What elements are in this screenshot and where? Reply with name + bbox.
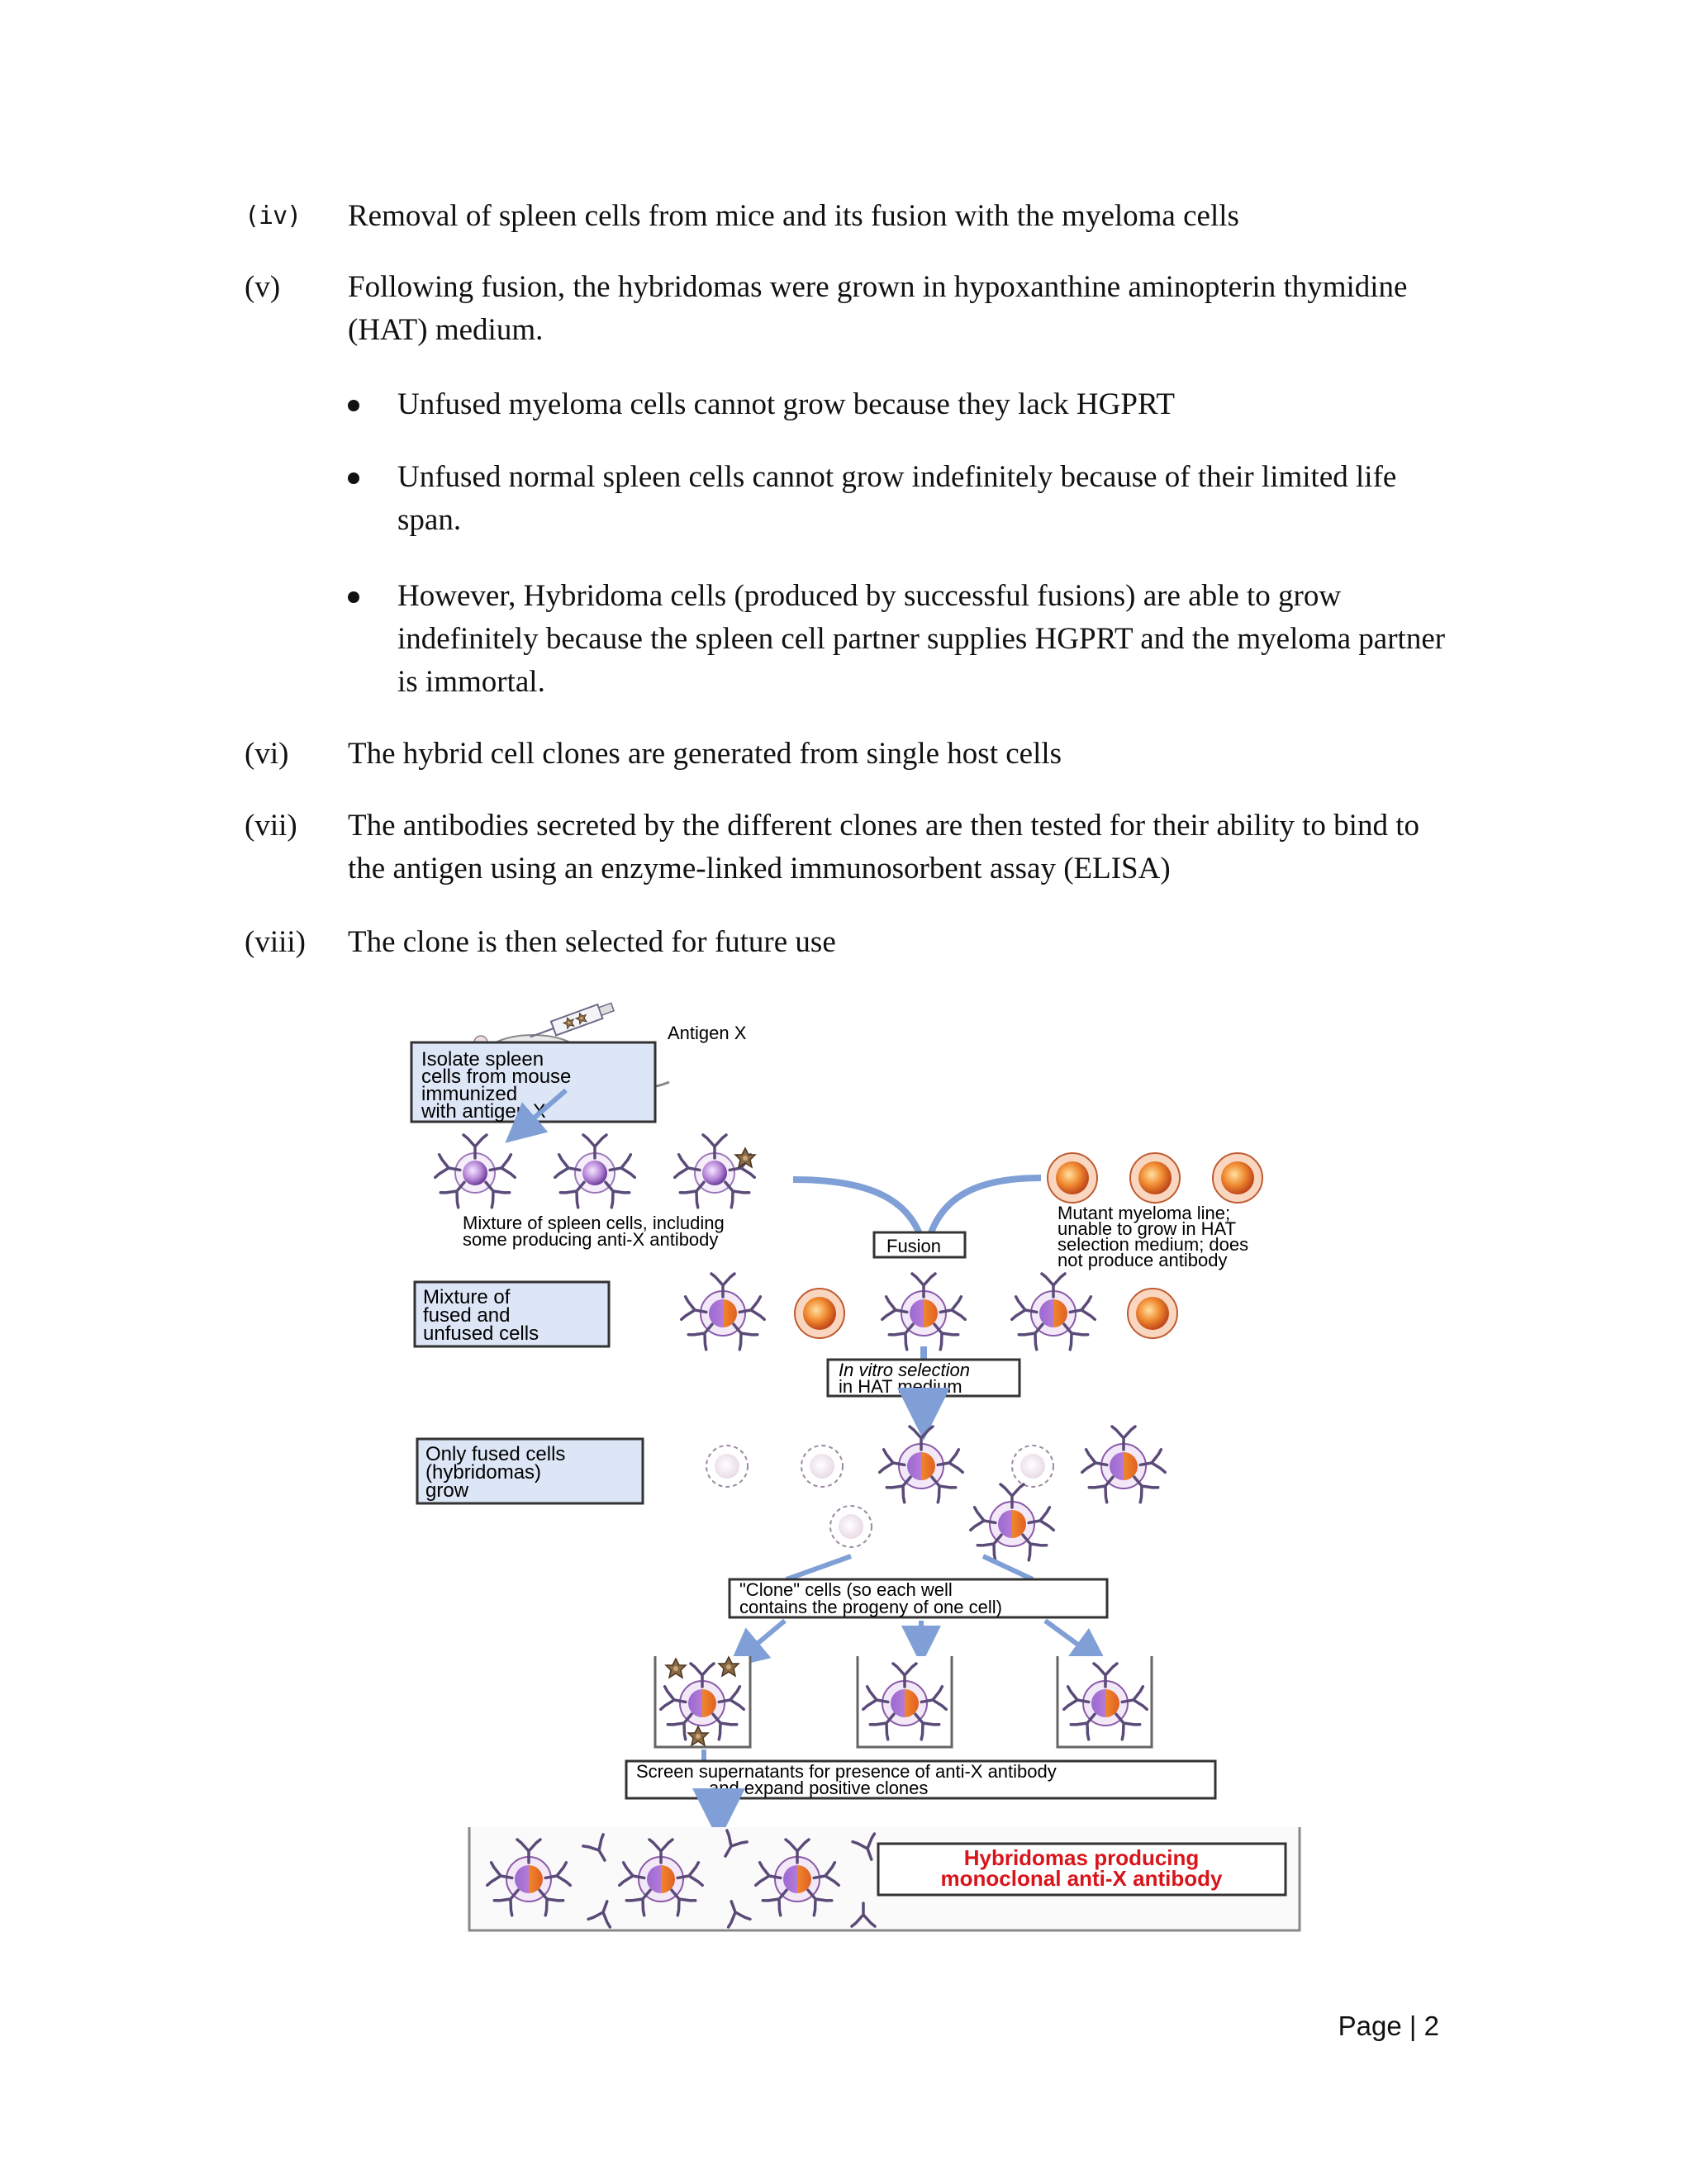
spleen-caption: Mixture of spleen cells, including <box>463 1213 725 1233</box>
svg-text:cells from mouse: cells from mouse <box>421 1066 571 1088</box>
step-text: The clone is then selected for future us… <box>348 925 836 959</box>
arrow <box>785 1554 853 1582</box>
page-footer: Page | 2 <box>1338 2011 1439 2041</box>
hybrid-cell <box>1082 1427 1165 1503</box>
step-vii: (vii) The antibodies secreted by the dif… <box>245 805 1451 890</box>
svg-text:unfused cells: unfused cells <box>423 1322 539 1345</box>
step-number: (v) <box>245 270 281 304</box>
arrow <box>728 1618 787 1669</box>
hybrid-cell <box>880 1427 962 1503</box>
dead-cell <box>706 1445 749 1488</box>
hybridoma-diagram-svg: Antigen X Isolate spleen cells from mous… <box>410 1002 1301 1932</box>
clone-box: "Clone" cells (so each well contains the… <box>728 1578 1109 1619</box>
bullet-dot <box>348 400 359 411</box>
svg-text:(hybridomas): (hybridomas) <box>425 1461 541 1484</box>
step-iv: (iv) Removal of spleen cells from mice a… <box>245 195 1451 238</box>
screen-box: Screen supernatants for presence of anti… <box>625 1759 1217 1800</box>
hybrid-cell <box>971 1484 1053 1560</box>
myeloma-cell <box>1127 1288 1178 1339</box>
hybrid-cell <box>882 1274 965 1350</box>
svg-text:Screen supernatants for presen: Screen supernatants for presence of anti… <box>636 1761 1057 1782</box>
bullet-text: Unfused myeloma cells cannot grow becaus… <box>397 387 1176 421</box>
myeloma-cell <box>794 1288 845 1339</box>
bullet-text: However, Hybridoma cells (produced by su… <box>397 579 1446 699</box>
svg-text:monoclonal anti-X antibody: monoclonal anti-X antibody <box>941 1866 1223 1891</box>
isolate-box: Isolate spleen cells from mouse immunize… <box>410 1041 657 1123</box>
selection-box: In vitro selection in HAT medium <box>826 1358 1021 1398</box>
myeloma-cell <box>1212 1152 1263 1204</box>
dead-cell <box>801 1445 844 1488</box>
step-text: The hybrid cell clones are generated fro… <box>348 737 1062 771</box>
svg-text:and expand positive clones: and expand positive clones <box>709 1778 928 1798</box>
svg-text:Hybridomas producing: Hybridomas producing <box>964 1845 1200 1870</box>
only-fused-box: Only fused cells (hybridomas) grow <box>416 1437 644 1505</box>
result-box: Hybridomas producing monoclonal anti-X a… <box>877 1842 1287 1897</box>
svg-text:contains the progeny of one ce: contains the progeny of one cell) <box>739 1597 1002 1617</box>
myeloma-caption: not produce antibody <box>1058 1250 1228 1270</box>
bullet-item: However, Hybridoma cells (produced by su… <box>348 575 1455 704</box>
spleen-cell <box>675 1135 754 1208</box>
dead-cell <box>1011 1445 1054 1488</box>
svg-text:immunized: immunized <box>421 1083 517 1105</box>
well <box>856 1656 953 1749</box>
bullet-item: Unfused myeloma cells cannot grow becaus… <box>348 383 1455 426</box>
well <box>1056 1656 1153 1749</box>
hybridoma-diagram: Antigen X Isolate spleen cells from mous… <box>405 983 1363 1949</box>
step-text: The antibodies secreted by the different… <box>348 809 1419 885</box>
step-number: (vi) <box>245 737 289 771</box>
svg-text:In vitro selection: In vitro selection <box>839 1360 970 1380</box>
step-v: (v) Following fusion, the hybridomas wer… <box>245 266 1451 352</box>
step-number: (iv) <box>245 202 302 230</box>
svg-text:Isolate spleen: Isolate spleen <box>421 1048 544 1071</box>
step-number: (vii) <box>245 809 297 843</box>
svg-text:with antigen X: with antigen X <box>421 1100 546 1123</box>
bullet-item: Unfused normal spleen cells cannot grow … <box>348 456 1455 542</box>
dead-cell <box>829 1505 872 1548</box>
arrow <box>505 1088 568 1143</box>
step-number: (viii) <box>245 925 306 959</box>
arrow <box>981 1554 1034 1582</box>
hybrid-cell <box>682 1274 764 1350</box>
mixture-box: Mixture of fused and unfused cells <box>413 1280 611 1348</box>
svg-text:"Clone" cells (so each well: "Clone" cells (so each well <box>739 1579 953 1600</box>
svg-text:fused and: fused and <box>423 1304 510 1327</box>
fusion-box <box>872 1231 967 1259</box>
myeloma-caption: selection medium; does <box>1058 1234 1248 1255</box>
myeloma-caption: unable to grow in HAT <box>1058 1218 1236 1239</box>
svg-text:grow: grow <box>425 1479 469 1502</box>
step-text: Removal of spleen cells from mice and it… <box>348 199 1239 233</box>
bullet-dot <box>348 472 359 484</box>
myeloma-caption: Mutant myeloma line; <box>1058 1203 1230 1223</box>
arrow <box>1043 1618 1110 1668</box>
step-vi: (vi) The hybrid cell clones are generate… <box>245 733 1451 776</box>
spleen-caption: some producing anti-X antibody <box>463 1229 718 1250</box>
step-text: Following fusion, the hybridomas were gr… <box>348 270 1408 347</box>
spleen-cell <box>435 1135 515 1208</box>
well <box>654 1656 752 1749</box>
bullet-dot <box>348 591 359 603</box>
step-viii: (viii) The clone is then selected for fu… <box>245 921 1451 964</box>
svg-text:Mixture of: Mixture of <box>423 1286 511 1308</box>
svg-text:Only fused cells: Only fused cells <box>425 1443 565 1465</box>
myeloma-cell <box>1129 1152 1181 1204</box>
antigen-label: Antigen X <box>668 1023 747 1043</box>
bullet-text: Unfused normal spleen cells cannot grow … <box>397 460 1397 537</box>
spleen-cell <box>555 1135 634 1208</box>
svg-text:in HAT medium: in HAT medium <box>839 1376 962 1397</box>
syringe-icon <box>530 1002 615 1038</box>
fusion-label: Fusion <box>886 1236 941 1256</box>
hybrid-cell <box>1012 1274 1095 1350</box>
myeloma-cell <box>1047 1152 1098 1204</box>
